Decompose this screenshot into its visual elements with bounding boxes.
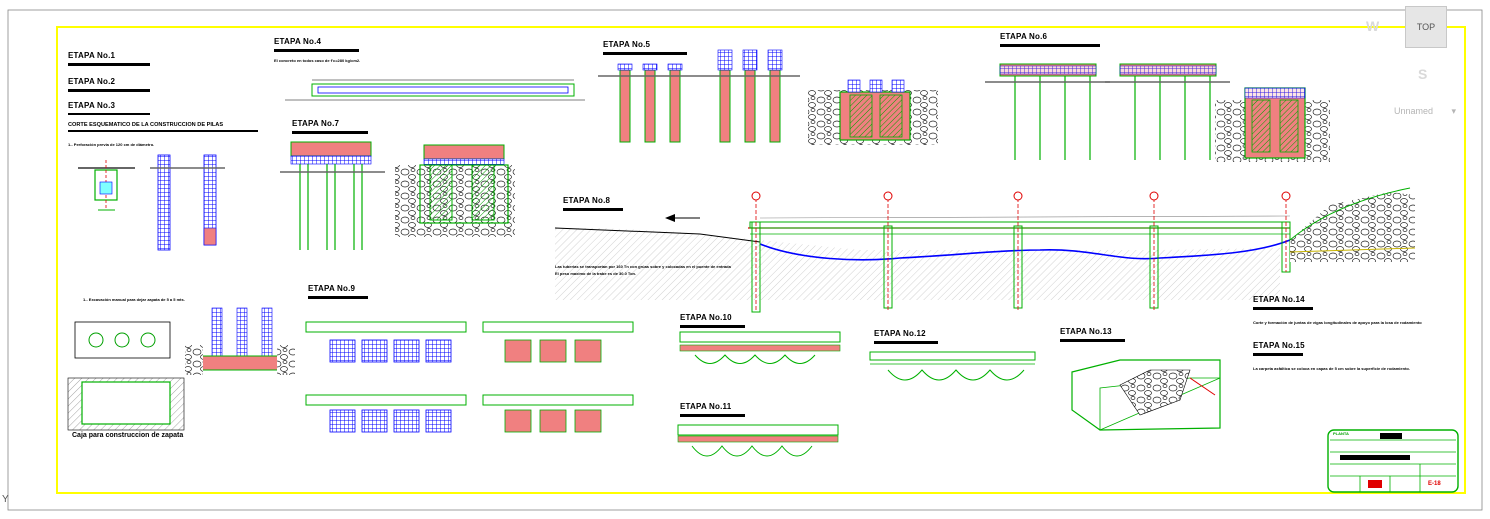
beam-elevation	[285, 79, 585, 101]
stage-3-underline	[68, 113, 150, 115]
stage-7-title: ETAPA No.7	[292, 119, 340, 128]
stage-3-subtitle: CORTE ESQUEMATICO DE LA CONSTRUCCION DE …	[68, 122, 224, 128]
stage-5-underline	[603, 52, 687, 55]
deck-sections-stage10-12	[677, 331, 1036, 457]
stage-3-title: ETAPA No.3	[68, 101, 116, 110]
stage-7-underline	[292, 131, 368, 134]
zapata-detail-group	[67, 307, 295, 431]
zapata-caption: Caja para construccion de zapata	[72, 432, 184, 439]
stage-12-underline	[874, 341, 938, 344]
stage-8-note-2: El peso maximo de la trabe es de 30.0 To…	[555, 271, 637, 276]
stage-3-subtitle-underline	[68, 130, 258, 132]
stage-15-note: La carpeta asfáltica se coloca en capas …	[1253, 366, 1410, 371]
stage-12-title: ETAPA No.12	[874, 329, 926, 338]
ucs-y-axis-label: Y	[2, 494, 9, 505]
cross-sections-stage9	[305, 321, 634, 433]
pile-cross-section-group	[78, 154, 225, 251]
stage-9-underline	[308, 296, 368, 299]
cofferdam-section-stage5	[808, 79, 938, 145]
pile-cap-section	[280, 141, 385, 250]
columns-stage5b	[700, 49, 800, 143]
bridge-longitudinal-profile	[554, 187, 1416, 313]
chevron-down-icon: ▾	[1451, 105, 1456, 116]
stage-10-title: ETAPA No.10	[680, 313, 732, 322]
stage-10-underline	[680, 325, 745, 328]
pile-caps-stage6	[985, 63, 1330, 162]
stage-2-title: ETAPA No.2	[68, 77, 116, 86]
stage-6-underline	[1000, 44, 1100, 47]
stage-4-note: El concreto en todos caso de f'c=280 kg/…	[274, 58, 361, 63]
title-block-heading: PLANTA	[1333, 431, 1349, 436]
viewcube-top-label: TOP	[1416, 22, 1436, 32]
stage-13-title: ETAPA No.13	[1060, 327, 1112, 336]
stage-9-title: ETAPA No.9	[308, 284, 356, 293]
viewcube-west-label[interactable]: W	[1366, 18, 1380, 34]
excavation-note: 1.- Excavación manual para dejar zapata …	[83, 297, 185, 302]
stage-8-note-1: Las tuberias se transportan por 160 Tn c…	[555, 264, 731, 269]
stage-11-title: ETAPA No.11	[680, 402, 732, 411]
sheet-border	[7, 9, 1483, 511]
stage-2-underline	[68, 89, 150, 92]
stage-8-underline	[563, 208, 623, 211]
cofferdam-section-stage7	[395, 144, 515, 237]
columns-stage5	[598, 63, 700, 143]
viewcube-top-face[interactable]: TOP	[1405, 6, 1447, 48]
stage-13-underline	[1060, 339, 1125, 342]
stage-8-title: ETAPA No.8	[563, 196, 611, 205]
perforation-note: 1.- Perforación previa de 120 cm de diám…	[68, 142, 155, 147]
stage-11-underline	[680, 414, 745, 417]
named-view-dropdown[interactable]: Unnamed ▾	[1394, 104, 1456, 118]
stage-5-title: ETAPA No.5	[603, 40, 651, 49]
stage-1-underline	[68, 63, 150, 66]
stage-6-title: ETAPA No.6	[1000, 32, 1048, 41]
title-block	[1327, 429, 1459, 493]
stage-15-title: ETAPA No.15	[1253, 341, 1305, 350]
stage-15-underline	[1253, 353, 1303, 356]
stage-14-title: ETAPA No.14	[1253, 295, 1305, 304]
viewcube-south-label[interactable]: S	[1418, 66, 1428, 82]
stage-4-title: ETAPA No.4	[274, 37, 322, 46]
expansion-joint-detail	[1071, 359, 1221, 431]
drawing-frame	[56, 26, 1466, 494]
named-view-value: Unnamed	[1394, 106, 1434, 116]
stage-1-title: ETAPA No.1	[68, 51, 116, 60]
stage-4-underline	[274, 49, 359, 52]
stage-14-underline	[1253, 307, 1313, 310]
stage-14-note: Corte y formación de juntas de vigas lon…	[1253, 320, 1422, 325]
sheet-id: E-18	[1428, 481, 1441, 487]
